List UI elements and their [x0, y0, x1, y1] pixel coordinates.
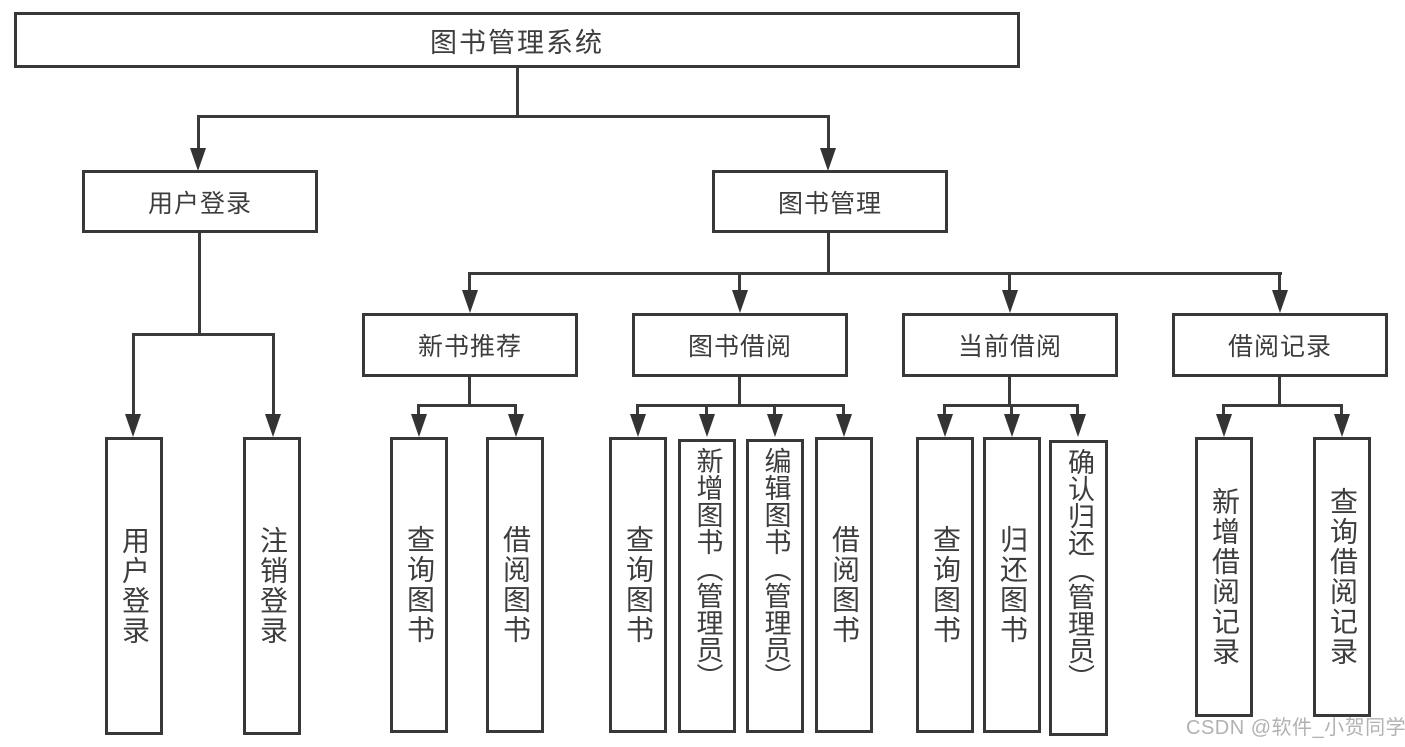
- connector-user-login-stem: [198, 233, 201, 335]
- leaf-query-borrow-record-label: 查询借阅记录: [1327, 487, 1358, 667]
- connector-book-management-stem: [827, 233, 830, 275]
- leaf-return-books-label: 归还图书: [997, 525, 1028, 645]
- connector-stem-leaf-logout: [272, 333, 275, 417]
- connector-book-borrow-stem: [738, 377, 741, 407]
- connector-stem-cb-return: [1010, 404, 1013, 417]
- node-borrow-record-label: 借阅记录: [1227, 333, 1332, 361]
- node-current-borrow-label: 当前借阅: [957, 333, 1062, 361]
- leaf-add-books-admin: 新增图书（管理员）: [678, 439, 736, 733]
- connector-stem-cb-query: [943, 404, 946, 417]
- node-book-management-label: 图书管理: [777, 189, 882, 218]
- leaf-edit-books-admin-label: 编辑图书（管理员）: [760, 447, 791, 690]
- connector-stem-bb-query: [636, 404, 639, 417]
- connector-new-book-bracket: [417, 404, 517, 407]
- arrowhead-new-book: [462, 290, 478, 313]
- leaf-user-login-label: 用户登录: [119, 526, 150, 646]
- arrowhead-book-management: [820, 148, 836, 171]
- node-root-label: 图书管理系统: [430, 27, 604, 58]
- leaf-add-borrow-record: 新增借阅记录: [1195, 437, 1253, 717]
- leaf-add-books-admin-label: 新增图书（管理员）: [692, 447, 723, 690]
- connector-stem-book-management: [827, 115, 830, 151]
- node-borrow-record: 借阅记录: [1172, 313, 1388, 377]
- arrowhead-bb-edit: [767, 414, 783, 437]
- leaf-query-books-borrow: 查询图书: [609, 437, 667, 733]
- connector-stem-borrow-record: [1278, 272, 1281, 294]
- leaf-query-books-borrow-label: 查询图书: [623, 525, 654, 645]
- arrowhead-bb-query: [630, 414, 646, 437]
- arrowhead-cb-return: [1004, 414, 1020, 437]
- connector-stem-bb-edit: [773, 404, 776, 417]
- connector-root-bracket: [197, 115, 830, 118]
- connector-stem-leaf-login: [132, 333, 135, 417]
- arrowhead-book-borrow: [732, 290, 748, 313]
- leaf-query-borrow-record: 查询借阅记录: [1313, 437, 1371, 717]
- connector-stem-user-login: [197, 115, 200, 151]
- arrowhead-current-borrow: [1002, 290, 1018, 313]
- leaf-logout: 注销登录: [243, 437, 301, 735]
- arrowhead-nb-borrow: [508, 414, 524, 437]
- leaf-edit-books-admin: 编辑图书（管理员）: [746, 439, 804, 733]
- connector-borrow-record-bracket: [1222, 404, 1343, 407]
- leaf-borrow-books-recommend: 借阅图书: [486, 437, 544, 733]
- leaf-borrow-books-recommend-label: 借阅图书: [500, 525, 531, 645]
- leaf-query-books-recommend: 查询图书: [390, 437, 448, 733]
- arrowhead-br-query: [1334, 414, 1350, 437]
- leaf-borrow-books-borrow-label: 借阅图书: [829, 525, 860, 645]
- node-book-borrow: 图书借阅: [632, 313, 848, 377]
- leaf-query-books-current-label: 查询图书: [930, 525, 961, 645]
- node-book-management: 图书管理: [712, 170, 948, 233]
- leaf-confirm-return-admin: 确认归还（管理员）: [1049, 440, 1108, 736]
- connector-stem-book-borrow: [738, 272, 741, 294]
- connector-stem-cb-confirm: [1076, 404, 1079, 417]
- connector-user-login-bracket: [132, 333, 275, 336]
- connector-borrow-record-stem: [1278, 377, 1281, 407]
- leaf-query-books-recommend-label: 查询图书: [404, 525, 435, 645]
- connector-stem-br-add: [1222, 404, 1225, 417]
- node-book-borrow-label: 图书借阅: [687, 333, 792, 361]
- node-new-book-recommend: 新书推荐: [362, 313, 578, 377]
- arrowhead-borrow-record: [1272, 290, 1288, 313]
- arrowhead-cb-query: [937, 414, 953, 437]
- arrowhead-nb-query: [411, 414, 427, 437]
- leaf-user-login: 用户登录: [105, 437, 163, 735]
- connector-root-stem: [516, 68, 519, 117]
- arrowhead-leaf-logout: [265, 414, 281, 437]
- leaf-confirm-return-admin-label: 确认归还（管理员）: [1064, 448, 1094, 691]
- connector-stem-bb-add: [705, 404, 708, 417]
- arrowhead-bb-borrow: [836, 414, 852, 437]
- leaf-borrow-books-borrow: 借阅图书: [815, 437, 873, 733]
- leaf-add-borrow-record-label: 新增借阅记录: [1209, 487, 1240, 667]
- arrowhead-leaf-login: [125, 414, 141, 437]
- node-current-borrow: 当前借阅: [902, 313, 1118, 377]
- connector-stem-current-borrow: [1008, 272, 1011, 294]
- connector-stem-nb-query: [417, 404, 420, 417]
- connector-stem-bb-borrow: [842, 404, 845, 417]
- node-root: 图书管理系统: [14, 12, 1020, 68]
- connector-stem-nb-borrow: [514, 404, 517, 417]
- connector-current-borrow-stem: [1008, 377, 1011, 407]
- arrowhead-bb-add: [699, 414, 715, 437]
- leaf-logout-label: 注销登录: [257, 526, 288, 646]
- leaf-return-books: 归还图书: [983, 437, 1041, 733]
- arrowhead-user-login: [190, 148, 206, 171]
- arrowhead-cb-confirm: [1070, 414, 1086, 437]
- csdn-watermark: CSDN @软件_小贺同学: [1186, 717, 1405, 739]
- arrowhead-br-add: [1216, 414, 1232, 437]
- node-new-book-recommend-label: 新书推荐: [417, 333, 522, 361]
- connector-stem-br-query: [1340, 404, 1343, 417]
- connector-book-borrow-bracket: [636, 404, 845, 407]
- node-user-login-label: 用户登录: [147, 189, 252, 218]
- connector-stem-new-book: [468, 272, 471, 294]
- connector-book-management-bracket: [468, 272, 1282, 275]
- leaf-query-books-current: 查询图书: [916, 437, 974, 733]
- connector-new-book-stem: [468, 377, 471, 407]
- node-user-login: 用户登录: [82, 170, 318, 233]
